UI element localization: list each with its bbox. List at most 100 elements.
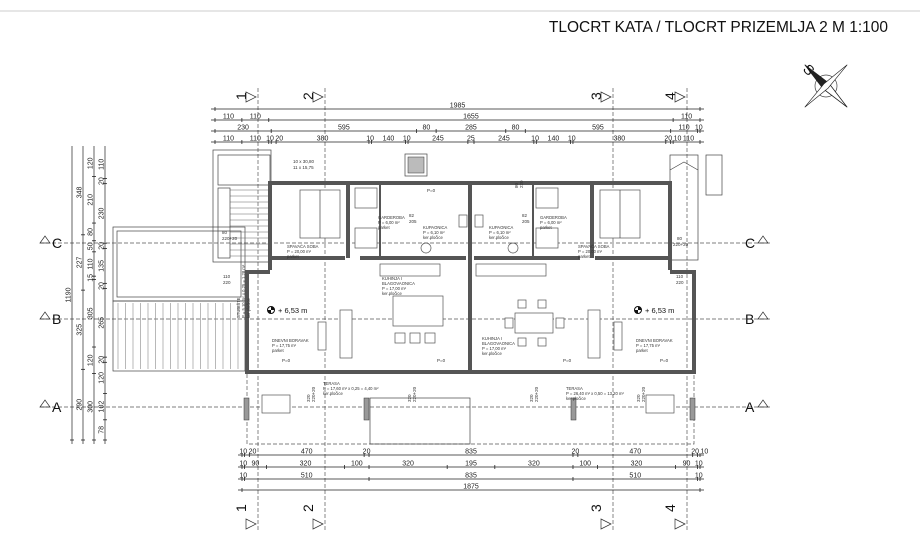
svg-text:ker.pločice: ker.pločice [489,235,509,240]
dimension-value: 20 [363,449,371,456]
dimension-value: 325 [77,324,84,336]
dimension-value: 348 [77,186,84,198]
svg-text:220+20: 220+20 [412,386,417,402]
grid-axis-label-top: 3 [588,92,604,100]
dimension-value: 510 [301,473,313,480]
dimension-value: 20 [249,449,257,456]
grid-axis-label-right: B [745,311,754,327]
dimension-value: 110 [681,114,692,121]
axis-marker-icon [245,91,257,103]
svg-text:parket: parket [272,348,284,353]
dimension-value: 110 [223,136,234,143]
dimension-value: 320 [300,461,312,468]
dimension-value: 835 [465,473,477,480]
drawing-title: TLOCRT KATA / TLOCRT PRIZEMLJA 2 M 1:100 [549,19,888,36]
dimension-value: 227 [77,257,84,269]
svg-text:220+20: 220+20 [222,236,238,241]
svg-text:110: 110 [676,274,684,279]
axis-marker-icon [757,311,769,320]
stair-tower [212,149,272,263]
grid-axis-label-right: A [745,399,755,415]
axis-marker-icon [39,311,51,320]
dimension-value: 100 [579,461,591,468]
dimension-value: 90 [252,461,260,468]
axis-marker-icon [757,235,769,244]
svg-text:110: 110 [223,274,231,279]
dimension-value: 110 [88,258,95,269]
axis-marker-icon [757,399,769,408]
dimension-value: 80 [512,125,520,132]
svg-text:parket: parket [287,254,299,259]
dimension-value: 20 [275,136,283,143]
svg-text:P = 6,00 m²: P = 6,00 m² [378,220,400,225]
dimension-value: 10 [695,473,703,480]
dimension-value: 230 [99,207,106,219]
svg-text:P = 17,00 m²: P = 17,00 m² [482,346,507,351]
dimension-value: 110 [250,136,261,143]
dimension-value: 15 [88,274,95,282]
svg-text:220+20: 220+20 [641,386,646,402]
axis-marker-icon [674,518,686,530]
dimension-value: 110 [250,114,261,121]
svg-text:parket: parket [540,225,552,230]
dimension-value: 110 [99,159,106,170]
dimension-value: 80 [422,125,430,132]
dimension-value: 120 [88,157,95,169]
svg-text:ker.pločice: ker.pločice [423,235,443,240]
furniture [261,187,675,414]
svg-text:320: 320 [407,394,412,402]
dimension-value: 110 [223,114,234,121]
svg-text:P = 6,00 m²: P = 6,00 m² [540,220,562,225]
dimension-value: 90 [683,461,691,468]
svg-text:STUBIŠTE: STUBIŠTE [236,297,241,318]
grid-axis-label-top: 1 [233,92,249,100]
dimension-value: 595 [592,125,604,132]
svg-text:+ 6,53 m: + 6,53 m [645,306,674,315]
dimension-value: 595 [338,125,350,132]
svg-text:82: 82 [522,213,528,218]
dimension-value: 78 [99,426,106,434]
svg-text:320: 320 [529,394,534,402]
axis-marker-icon [312,518,324,530]
svg-text:ker.pločice: ker.pločice [382,291,402,296]
dimension-value: 25 [467,136,475,143]
door-tags: 80 220+20 80 220+20 110 220 110 220 82 2… [222,180,689,402]
dimension-value: 20 [664,136,672,143]
svg-text:TERASA: TERASA [566,386,583,391]
svg-text:P = 20,00 m²: P = 20,00 m² [578,249,603,254]
axis-marker-icon [312,91,324,103]
axis-marker-icon [39,399,51,408]
dimension-value: 20 [99,177,106,185]
dimension-value: 380 [317,136,329,143]
svg-text:220+20: 220+20 [311,386,316,402]
dimension-value: 10 [239,449,247,456]
level-marker-left: + 6,53 m [267,306,307,315]
svg-text:ker.pločice: ker.pločice [482,351,502,356]
dimension-value: 320 [528,461,540,468]
svg-text:KUHINJA I: KUHINJA I [482,336,502,341]
svg-text:220+20: 220+20 [534,386,539,402]
svg-text:P=0: P=0 [282,358,291,363]
dimension-value: 110 [679,125,690,132]
grid-axis-label-right: C [745,235,755,251]
dimension-value: 835 [465,449,477,456]
svg-text:+ 6,53 m: + 6,53 m [278,306,307,315]
svg-text:P = 17,60 m² x 0,25 = 4,40 m²: P = 17,60 m² x 0,25 = 4,40 m² [323,386,379,391]
dimension-value: 80 [88,228,95,236]
dimension-value: 10 [239,473,247,480]
svg-text:205: 205 [522,219,530,224]
svg-text:P = 17,00 m²: P = 17,00 m² [382,286,407,291]
axis-marker-icon [245,518,257,530]
svg-text:ker.pločice: ker.pločice [566,396,586,401]
dimension-value: 140 [548,136,560,143]
dimension-value: 110 [683,136,694,143]
svg-text:205: 205 [409,219,417,224]
dimension-value: 100 [351,461,363,468]
svg-text:220: 220 [519,180,524,188]
